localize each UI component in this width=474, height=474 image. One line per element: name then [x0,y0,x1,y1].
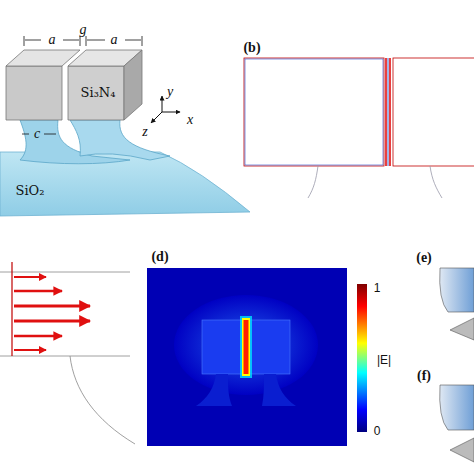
colorbar-tick: 0 [374,424,381,438]
panel-label: (b) [243,40,260,56]
colorbar-title: |E| [377,353,391,367]
panel-d [147,268,367,446]
dimension-label: g [80,22,87,38]
axis-label: z [142,124,147,140]
panel-label: (d) [151,249,168,265]
panel-label: (e) [416,250,432,266]
material-label: SiO₂ [16,183,45,198]
panel-b [244,58,474,198]
axis-label: y [167,84,173,100]
panel-a [0,36,250,216]
dimension-label: c [34,126,40,142]
colorbar-tick: 1 [374,281,381,295]
dimension-label: a [111,32,118,48]
axis-label: x [187,112,193,128]
material-label: Si₃N₄ [81,85,116,100]
dimension-label: a [49,32,56,48]
panels-e-f [440,268,474,462]
panel-c [0,262,135,444]
panel-label: (f) [417,368,431,384]
